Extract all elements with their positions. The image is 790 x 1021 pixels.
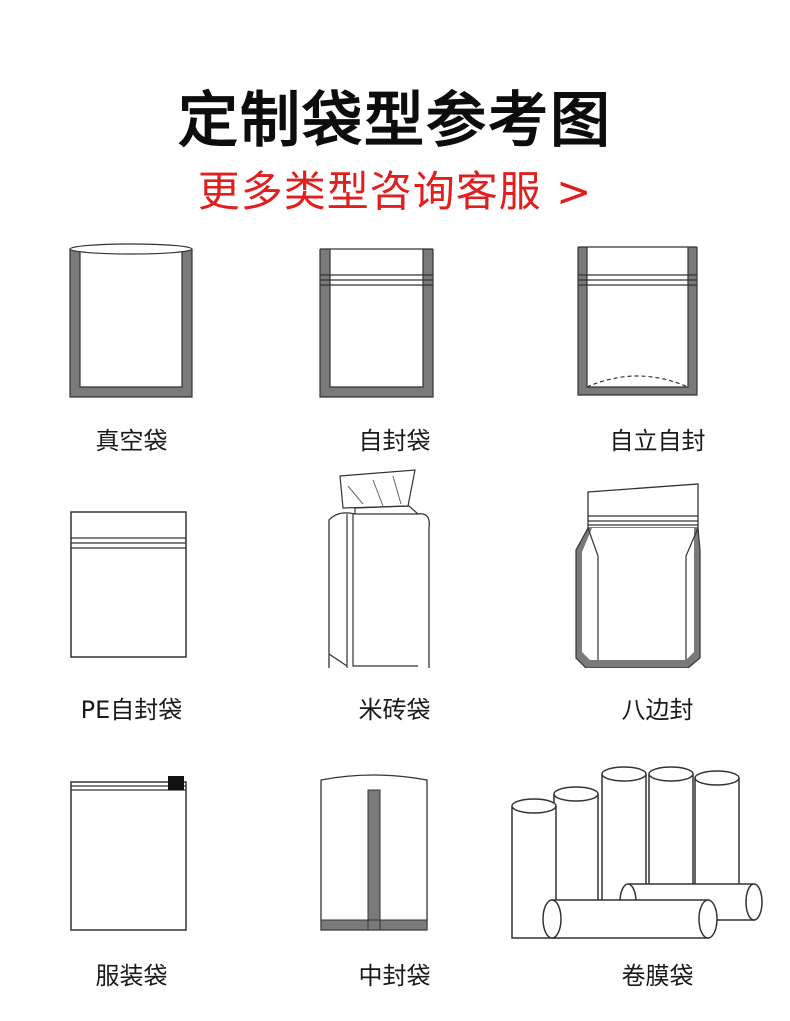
bag-item-vacuum[interactable]: 真空袋 <box>0 235 263 455</box>
bag-item-ziplock[interactable]: 自封袋 <box>263 235 526 455</box>
bag-label: 服装袋 <box>95 962 168 990</box>
bag-label: 米砖袋 <box>358 696 431 724</box>
bag-label: 八边封 <box>621 696 694 724</box>
ziplock-bag-icon <box>319 248 434 398</box>
bag-label: 中封袋 <box>358 962 431 990</box>
roll-film-icon <box>511 766 763 939</box>
bag-item-roll-film[interactable]: 卷膜袋 <box>500 760 763 1005</box>
bag-item-pe-ziplock[interactable]: PE自封袋 <box>0 468 263 724</box>
eight-side-seal-bag-icon <box>575 483 701 668</box>
bag-label: 自封袋 <box>358 427 431 455</box>
bag-label: 自立自封 <box>609 427 706 455</box>
bag-item-clothing[interactable]: 服装袋 <box>0 760 263 1005</box>
rice-brick-bag-icon <box>328 469 430 668</box>
center-seal-bag-icon <box>320 774 428 931</box>
bag-label: PE自封袋 <box>80 696 183 724</box>
bag-item-stand-up-ziplock[interactable]: 自立自封 <box>526 235 789 455</box>
stand-up-ziplock-bag-icon <box>577 246 698 396</box>
pe-ziplock-bag-icon <box>70 511 187 658</box>
bag-label: 卷膜袋 <box>621 962 694 990</box>
clothing-bag-icon <box>70 776 187 931</box>
bag-label: 真空袋 <box>95 427 168 455</box>
more-types-link[interactable]: 更多类型咨询客服 > <box>197 167 593 216</box>
bag-item-center-seal[interactable]: 中封袋 <box>263 760 526 1005</box>
bag-item-rice-brick[interactable]: 米砖袋 <box>263 468 526 724</box>
bag-item-eight-side-seal[interactable]: 八边封 <box>526 468 789 724</box>
vacuum-bag-icon <box>69 243 193 398</box>
page-title: 定制袋型参考图 <box>178 86 612 156</box>
